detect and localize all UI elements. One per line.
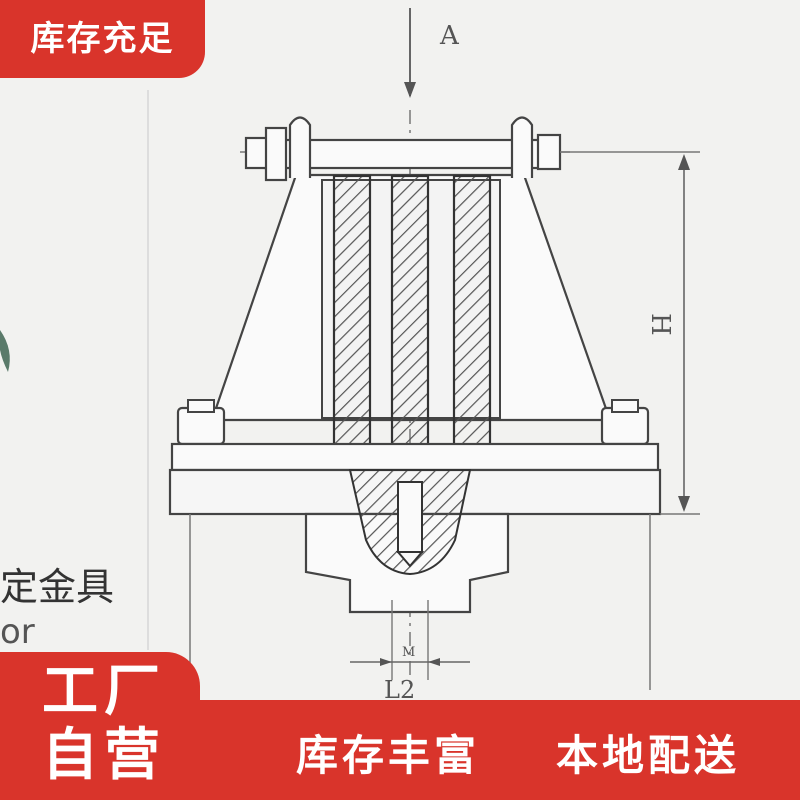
view-arrow bbox=[404, 8, 416, 98]
slogan-stock: 库存丰富 bbox=[296, 731, 481, 780]
conductor-right bbox=[452, 174, 492, 458]
label-view-a: A bbox=[439, 21, 460, 51]
right-ear bbox=[510, 116, 534, 178]
factory-line1: 工厂 bbox=[42, 659, 166, 724]
bolt-left bbox=[244, 136, 270, 170]
dimension-m bbox=[350, 658, 470, 666]
top-bar bbox=[263, 138, 557, 170]
center-bolt bbox=[397, 481, 423, 553]
conductor-middle bbox=[390, 174, 430, 458]
left-ear bbox=[288, 116, 312, 178]
label-height: H bbox=[645, 313, 675, 336]
factory-text: 工厂 自营 bbox=[42, 660, 182, 788]
factory-line2: 自营 bbox=[42, 723, 166, 788]
bolt-right bbox=[536, 133, 562, 171]
label-width: L2 bbox=[384, 676, 415, 704]
side-text-cn: 定金具 bbox=[0, 565, 115, 609]
factory-badge bbox=[0, 652, 200, 800]
side-text-en: or bbox=[0, 612, 35, 652]
conductor-left bbox=[332, 174, 372, 458]
base-bolt-left bbox=[176, 406, 226, 446]
stock-sufficient-badge: 库存充足 bbox=[0, 0, 205, 78]
label-bolt-m: M bbox=[402, 645, 415, 660]
dimension-h bbox=[560, 151, 700, 515]
base-plate bbox=[170, 442, 660, 472]
slogan-delivery: 本地配送 bbox=[556, 731, 741, 780]
base-bolt-right bbox=[600, 406, 650, 446]
